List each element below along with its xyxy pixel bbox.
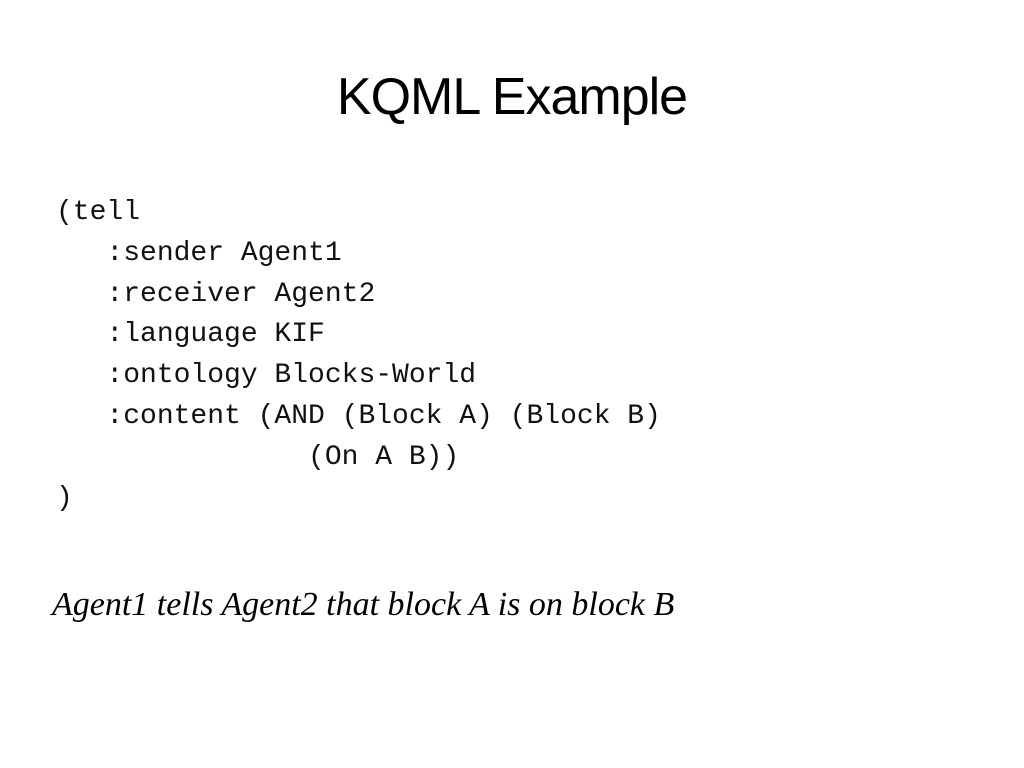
slide-title: KQML Example [336, 68, 688, 126]
code-line: (On A B)) [56, 441, 460, 473]
code-line: ) [56, 482, 73, 514]
code-line: :sender Agent1 [56, 237, 342, 269]
code-line: :ontology Blocks-World [56, 360, 477, 392]
code-line: (tell [56, 197, 141, 228]
code-line: :language KIF [56, 319, 325, 351]
code-line: :receiver Agent2 [56, 278, 376, 310]
kqml-code-block: (tell :sender Agent1 :receiver Agent2 :l… [56, 193, 661, 519]
slide-caption: Agent1 tells Agent2 that block A is on b… [52, 586, 675, 623]
code-line: :content (AND (Block A) (Block B) [56, 400, 661, 432]
